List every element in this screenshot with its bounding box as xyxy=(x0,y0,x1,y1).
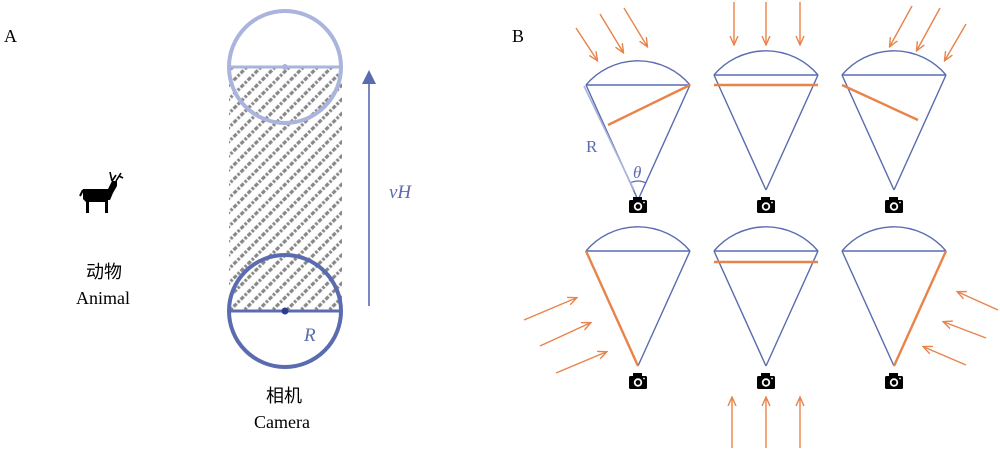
camera-icon-5 xyxy=(757,373,775,389)
camera-icon-1 xyxy=(629,197,647,213)
radius-label-b: R xyxy=(586,137,598,156)
movement-arrow-head xyxy=(362,70,376,84)
detection-cone-6 xyxy=(841,226,948,367)
start-detection-circle xyxy=(227,9,343,125)
radius-label-a: R xyxy=(303,325,316,346)
camera-label-zh: 相机 xyxy=(266,386,302,406)
arrows-1 xyxy=(575,7,647,60)
distance-label: vH xyxy=(389,182,412,203)
detection-cone-3 xyxy=(841,50,947,191)
detection-cone-5 xyxy=(713,226,819,367)
camera-icon-2 xyxy=(757,197,775,213)
detection-cone-2 xyxy=(713,50,819,191)
arrows-4 xyxy=(523,298,606,374)
camera-label-en: Camera xyxy=(254,412,310,432)
panel-a-label: A xyxy=(4,26,17,46)
camera-icon-6 xyxy=(885,373,903,389)
arrows-3 xyxy=(890,5,967,60)
animal-label-en: Animal xyxy=(76,288,130,308)
animal-label-zh: 动物 xyxy=(86,262,122,282)
camera-detection-circle xyxy=(227,253,343,369)
arrows-2 xyxy=(734,2,800,44)
panel-b-label: B xyxy=(512,26,524,46)
arrows-6 xyxy=(924,292,999,366)
angle-label: θ xyxy=(633,163,641,182)
radius-line-b xyxy=(583,85,635,191)
camera-icon-3 xyxy=(885,197,903,213)
camera-icon-4 xyxy=(629,373,647,389)
detection-cone-4 xyxy=(584,226,691,367)
deer-icon xyxy=(79,171,124,213)
arrows-5 xyxy=(732,398,800,448)
